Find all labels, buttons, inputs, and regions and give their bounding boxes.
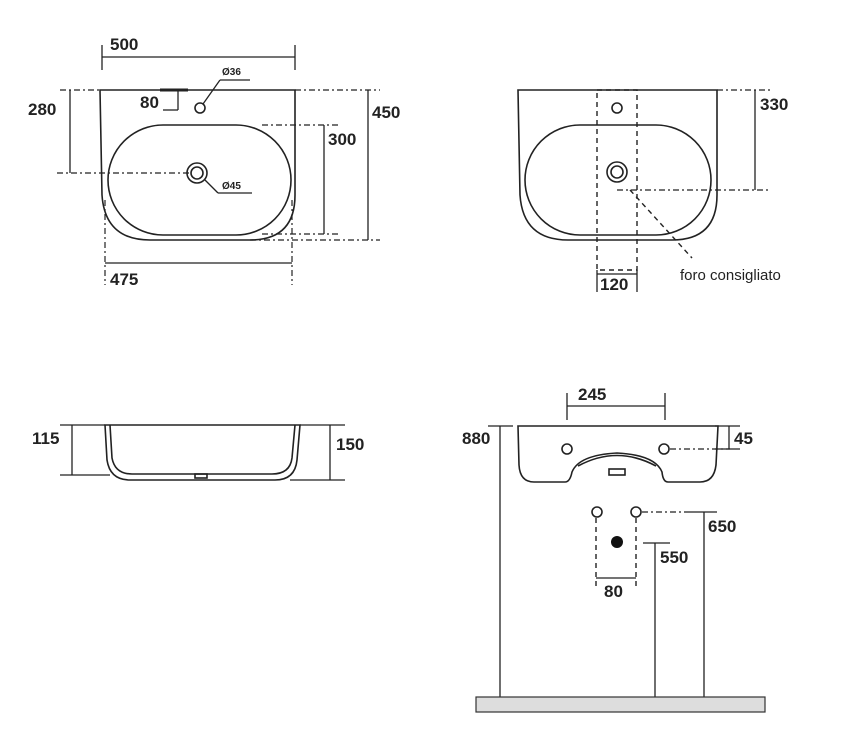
dim-fixing-spacing: 245 [578,385,606,404]
dim-supply-height: 650 [708,517,736,536]
dim-hole-distance: 330 [760,95,788,114]
dim-tap-offset: 80 [140,93,159,112]
dim-drain-height: 550 [660,548,688,567]
dim-inner-height: 115 [32,429,59,448]
dim-hole-zone-width: 120 [600,275,628,294]
dim-width-bottom: 475 [110,270,138,289]
dim-width-top: 500 [110,35,138,54]
label-drain-hole: Ø45 [222,181,241,192]
side-view: 115 150 [32,424,364,481]
label-recommended-hole: foro consigliato [680,267,781,284]
rear-view: 330 120 foro consigliato [517,89,788,294]
dim-bowl-depth: 300 [328,130,356,149]
label-tap-hole: Ø36 [222,67,241,78]
dim-drain-depth: 280 [28,100,56,119]
floor [475,696,766,713]
dim-pipe-spacing: 80 [604,582,623,601]
dim-install-height: 880 [462,429,490,448]
dim-total-depth: 450 [372,103,400,122]
dim-outer-height: 150 [336,435,364,454]
front-view: 45 245 80 650 550 880 [462,385,766,713]
top-view: 500 280 450 300 80 Ø36 Ø45 475 [28,35,400,289]
dim-fixing-height: 45 [734,429,753,448]
